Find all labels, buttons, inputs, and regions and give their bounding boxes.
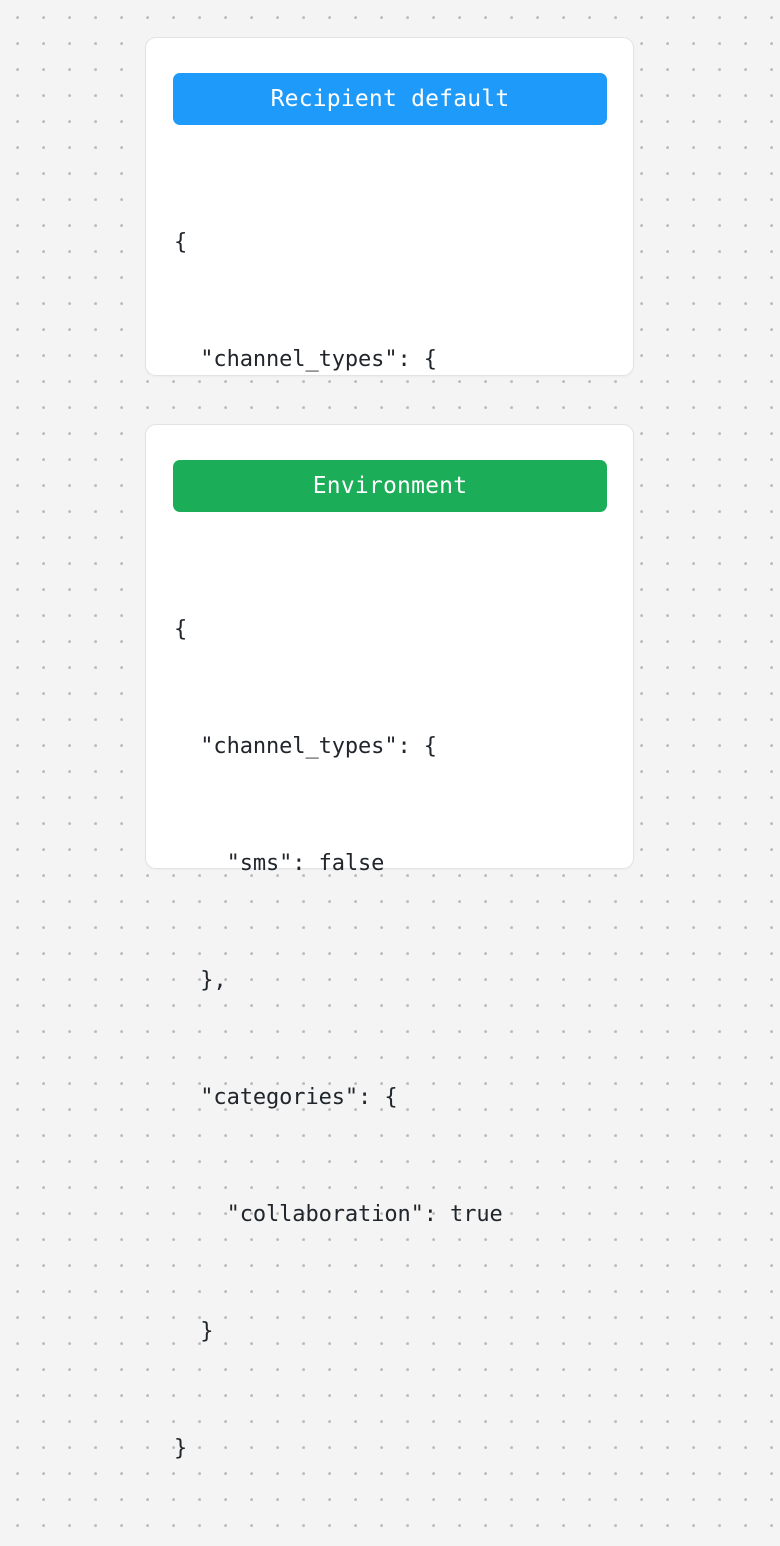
json-line: { [174,617,188,642]
card-header-label: Recipient default [270,85,510,112]
json-line: "collaboration": true [174,1202,503,1227]
card-header-environment: Environment [173,460,607,512]
json-line: "channel_types": { [174,734,437,759]
json-line: "sms": false [174,851,385,876]
json-line: }, [174,968,227,993]
json-body-environment: { "channel_types": { "sms": false }, "ca… [174,532,613,1546]
json-line: } [174,1436,188,1461]
json-line: { [174,230,188,255]
card-recipient-default: Recipient default { "channel_types": { "… [145,37,634,723]
json-line: "categories": { [174,1085,398,1110]
json-line: } [174,1319,214,1344]
card-header-recipient-default: Recipient default [173,73,607,125]
card-environment: Environment { "channel_types": { "sms": … [145,424,634,1461]
preference-cards-canvas: Recipient default { "channel_types": { "… [145,37,634,1461]
json-line: "channel_types": { [174,347,437,372]
card-header-label: Environment [312,472,468,499]
